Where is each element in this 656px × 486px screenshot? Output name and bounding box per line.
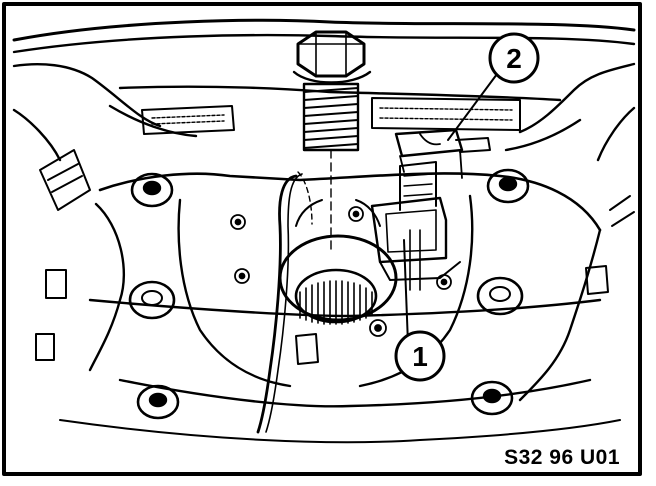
small-screws (230, 206, 452, 337)
label-plate-right (371, 97, 521, 131)
ground-cable (256, 171, 313, 434)
callout-2: 2 (488, 32, 540, 84)
upper-shroud (12, 18, 636, 162)
switch-assembly (370, 161, 461, 291)
main-housing (59, 172, 621, 444)
diagram-frame (2, 2, 642, 476)
mounting-bosses (128, 168, 530, 420)
contact-spring (394, 128, 491, 179)
callout-1-number: 1 (412, 341, 428, 372)
side-connectors (35, 149, 635, 365)
label-plate-left (141, 105, 235, 135)
reference-code: S32 96 U01 (504, 446, 620, 469)
callout-2-number: 2 (506, 43, 522, 74)
steering-shaft-bore (278, 199, 398, 325)
callout-1-leader (403, 239, 409, 345)
callout-1: 1 (394, 330, 446, 382)
callout-2-leader (447, 69, 501, 141)
mounting-bolt (292, 30, 372, 251)
